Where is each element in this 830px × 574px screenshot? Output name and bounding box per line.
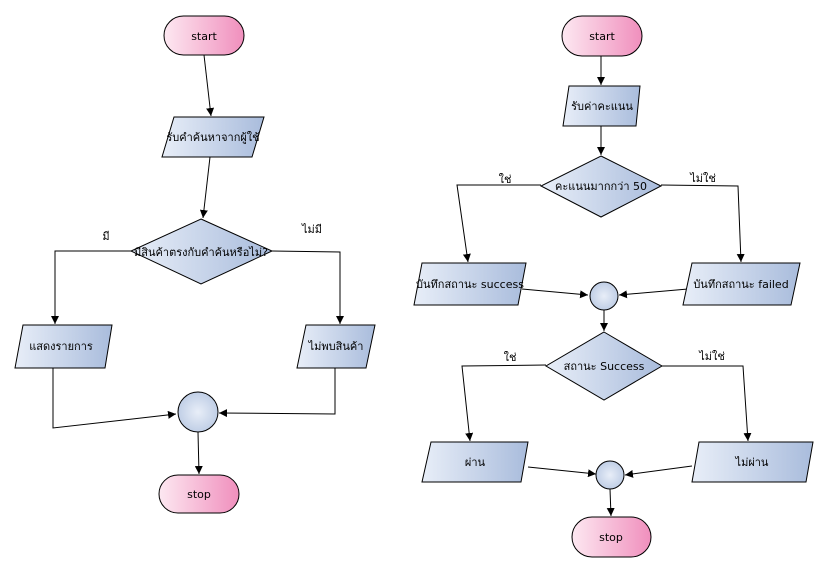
left-yes-output-box: แสดงรายการ — [14, 324, 113, 369]
left-stop-terminal: stop — [158, 474, 240, 514]
right-decision-1: คะแนนมากกว่า 50 — [539, 155, 663, 218]
edge-r-success-to-connector — [521, 288, 589, 299]
right-input-label: รับค่าคะแนน — [571, 100, 633, 113]
right-pass-box: ผ่าน — [421, 441, 529, 483]
left-input-box: รับคำค้นหาจากผู้ใช้ — [161, 116, 265, 158]
right-yes1-branch-label: ใช่ — [499, 173, 512, 186]
left-merge-connector — [177, 391, 219, 433]
left-decision: มีสินค้าตรงกับคำค้นหรือไม่? — [129, 218, 274, 285]
left-yes-output-label: แสดงรายการ — [29, 340, 93, 353]
right-start-label: start — [589, 30, 615, 43]
right-decision-2: สถานะ Success — [545, 331, 663, 401]
right-failed-box: บันทึกสถานะ failed — [682, 262, 801, 306]
edge-r-decision1-yes — [456, 184, 541, 263]
edge-decision-no — [271, 250, 344, 324]
edge-r-fail-to-connector — [624, 465, 693, 478]
edge-r-decision2-no — [662, 365, 752, 442]
right-input-box: รับค่าคะแนน — [562, 85, 641, 127]
right-pass-label: ผ่าน — [465, 456, 486, 469]
edge-no-to-connector — [218, 367, 336, 418]
left-no-output-label: ไม่พบสินค้า — [308, 340, 364, 353]
edge-yes-to-connector — [52, 367, 177, 429]
right-no2-branch-label: ไม่ใช่ — [698, 350, 725, 363]
left-flowchart: start รับคำค้นหาจากผู้ใช้ มีสินค้าตรงกับ… — [14, 15, 376, 514]
left-input-label: รับคำค้นหาจากผู้ใช้ — [166, 131, 259, 144]
edge-r-decision1-no — [660, 184, 745, 263]
right-no1-branch-label: ไม่ใช่ — [689, 172, 716, 185]
edge-r-pass-to-connector — [527, 466, 597, 478]
left-stop-label: stop — [187, 488, 211, 501]
left-yes-branch-label: มี — [102, 230, 109, 243]
right-success-box: บันทึกสถานะ success — [413, 262, 527, 306]
right-yes2-branch-label: ใช่ — [504, 351, 517, 364]
right-fail-label: ไม่ผ่าน — [735, 456, 769, 469]
right-failed-label: บันทึกสถานะ failed — [693, 278, 788, 291]
edge-r-decision2-yes — [461, 364, 547, 442]
right-merge-connector-2 — [595, 460, 625, 490]
edge-input-to-decision — [199, 156, 211, 219]
right-decision-1-label: คะแนนมากกว่า 50 — [555, 180, 647, 193]
right-start-terminal: start — [561, 15, 643, 57]
edge-r-failed-to-connector — [618, 288, 689, 299]
edge-connector-to-stop — [194, 431, 203, 475]
left-no-output-box: ไม่พบสินค้า — [296, 324, 376, 369]
right-stop-terminal: stop — [571, 516, 652, 558]
edge-r-connector-to-stop — [606, 488, 615, 517]
edge-decision-yes — [51, 250, 131, 324]
left-decision-label: มีสินค้าตรงกับคำค้นหรือไม่? — [134, 246, 268, 259]
right-decision-2-label: สถานะ Success — [564, 360, 645, 373]
right-stop-label: stop — [599, 531, 623, 544]
right-fail-box: ไม่ผ่าน — [691, 441, 814, 483]
left-start-terminal: start — [163, 15, 245, 56]
right-merge-connector-1 — [589, 281, 619, 311]
right-flowchart: start รับค่าคะแนน คะแนนมากกว่า 50 ใช่ ไม… — [413, 15, 814, 558]
left-start-label: start — [191, 30, 217, 43]
edge-start-to-input — [203, 54, 215, 117]
left-no-branch-label: ไม่มี — [301, 223, 322, 236]
right-success-label: บันทึกสถานะ success — [416, 278, 524, 291]
